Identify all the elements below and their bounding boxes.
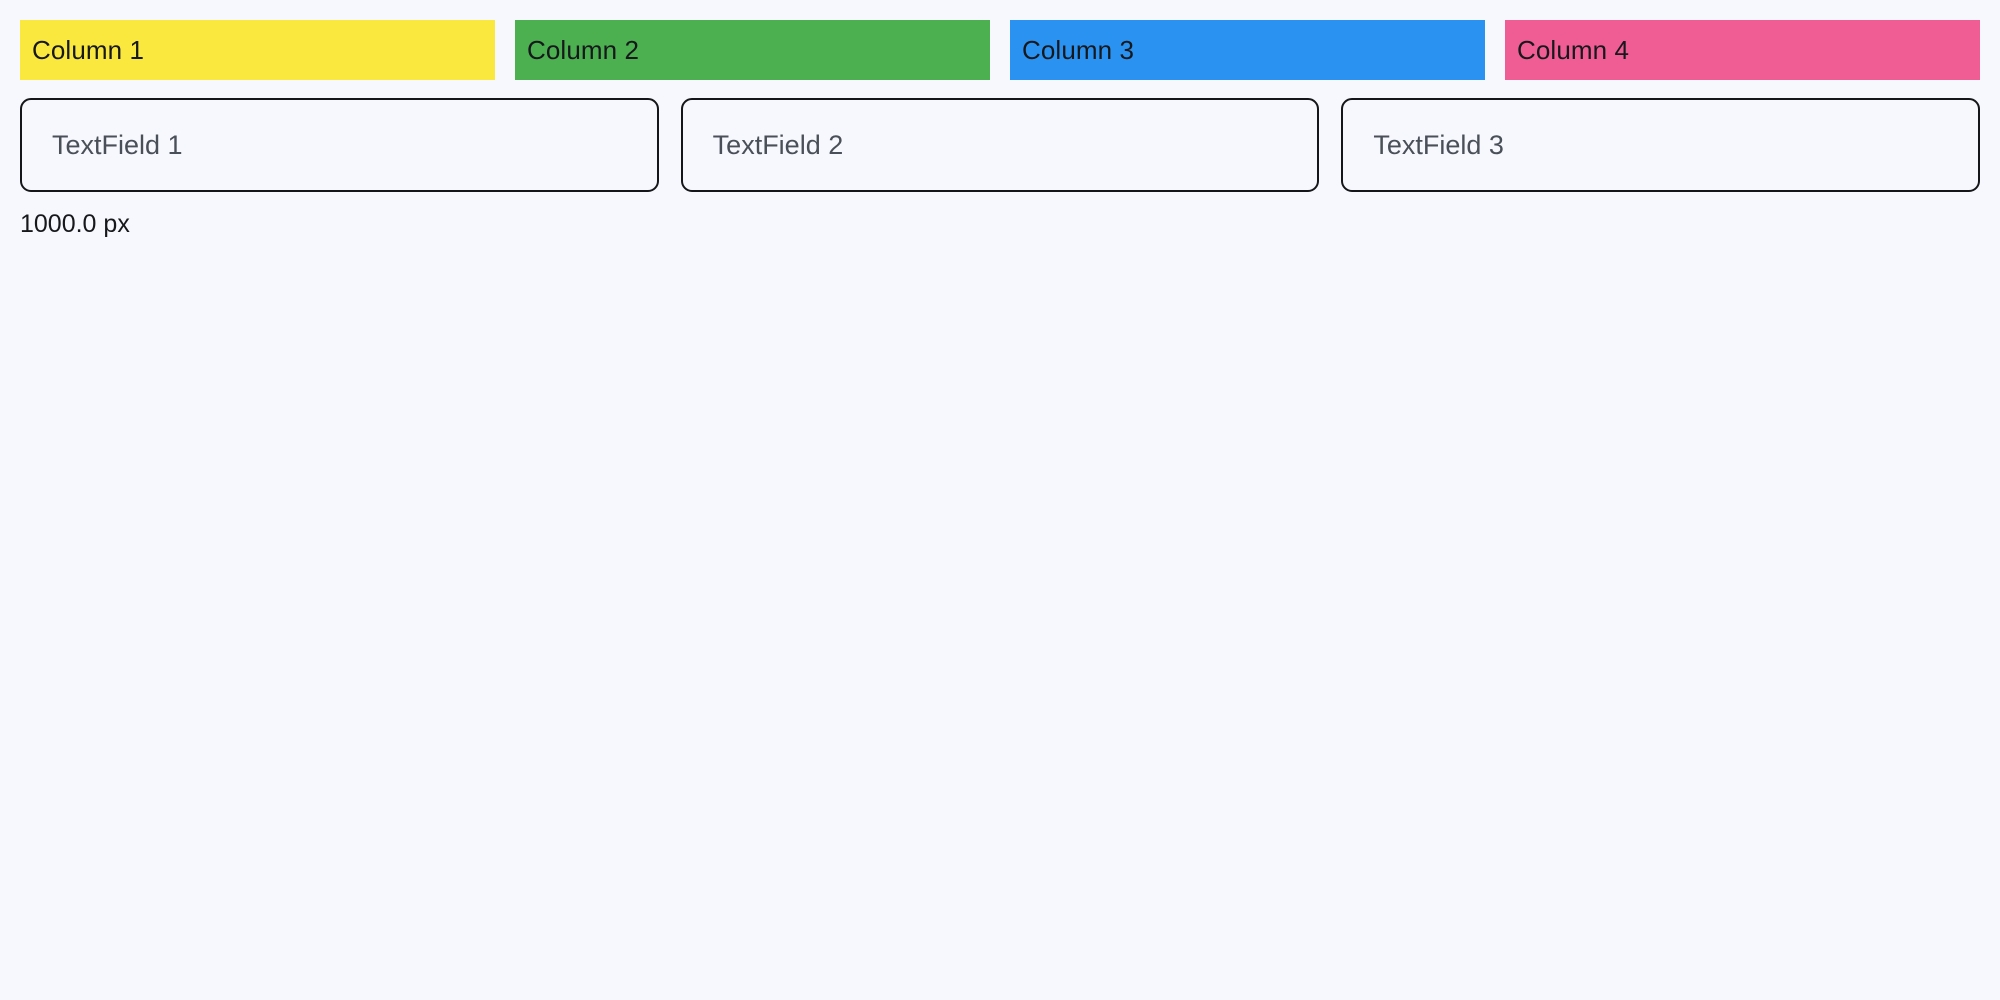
column-label: Column 1 bbox=[32, 35, 145, 65]
column-swatch-2[interactable]: Column 2 bbox=[515, 20, 990, 80]
text-field-2[interactable]: TextField 2 bbox=[680, 98, 1320, 192]
text-field-1[interactable]: TextField 1 bbox=[20, 98, 659, 192]
column-swatch-3[interactable]: Column 3 bbox=[1010, 20, 1485, 80]
column-swatch-row: Column 1 Column 2 Column 3 Column 4 bbox=[20, 20, 1980, 80]
text-field-placeholder: TextField 1 bbox=[52, 129, 183, 160]
text-field-placeholder: TextField 2 bbox=[712, 129, 844, 160]
column-swatch-1[interactable]: Column 1 bbox=[20, 20, 495, 80]
column-label: Column 4 bbox=[1517, 35, 1630, 65]
column-label: Column 3 bbox=[1022, 35, 1135, 65]
column-label: Column 2 bbox=[527, 35, 640, 65]
text-field-row: TextField 1 TextField 2 TextField 3 bbox=[20, 98, 1981, 192]
text-field-3[interactable]: TextField 3 bbox=[1341, 98, 1981, 192]
measurement-label: 1000.0 px bbox=[20, 210, 130, 238]
column-swatch-4[interactable]: Column 4 bbox=[1505, 20, 1980, 80]
text-field-placeholder: TextField 3 bbox=[1373, 129, 1504, 160]
